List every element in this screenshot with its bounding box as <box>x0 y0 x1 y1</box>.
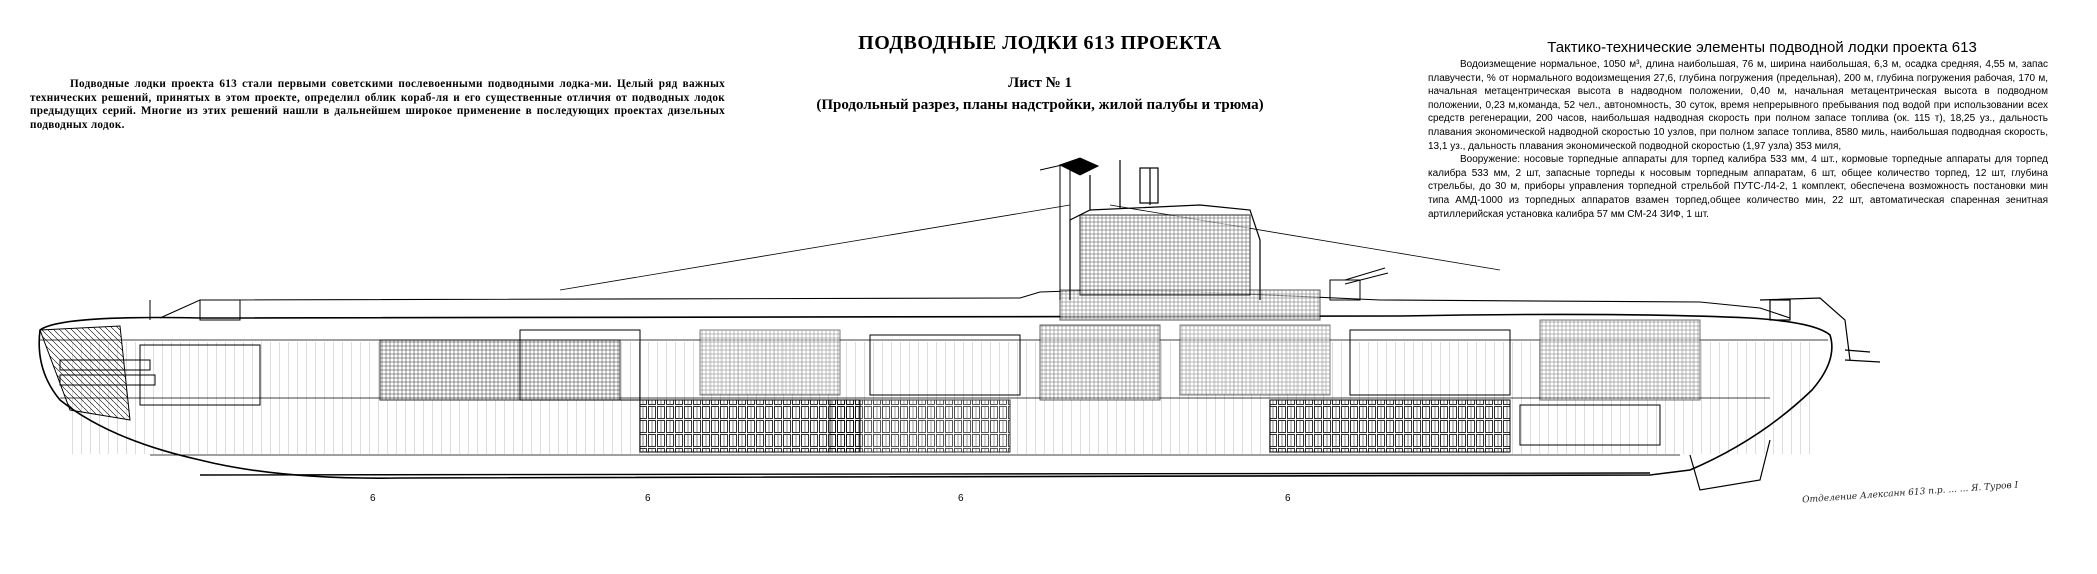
specs-title: Тактико-технические элементы подводной л… <box>1547 39 1977 56</box>
specs-paragraph-dimensions: Водоизмещение нормальное, 1050 м³, длина… <box>1428 59 2048 152</box>
specs-block: Водоизмещение нормальное, 1050 м³, длина… <box>1428 58 2048 221</box>
sheet-header: Лист № 1 (Продольный разрез, планы надст… <box>700 72 1380 116</box>
forward-battery-rows <box>639 399 861 453</box>
specs-paragraph-armament: Вооружение: носовые торпедные аппараты д… <box>1428 154 2048 220</box>
superstructure <box>159 289 1791 321</box>
keel-line <box>199 472 1651 476</box>
aft-machinery <box>1179 319 1701 446</box>
antenna-wires <box>559 204 1501 291</box>
stern-and-rudder <box>1689 297 1881 491</box>
conning-tower <box>1069 160 1261 300</box>
page-title: ПОДВОДНЫЕ ЛОДКИ 613 ПРОЕКТА <box>858 32 1222 54</box>
mast-with-flag <box>1039 157 1100 300</box>
aft-battery-rows <box>1269 399 1511 453</box>
sheet-label: Лист № 1 <box>1008 75 1072 91</box>
frame-mark-4: 6 <box>1285 493 1291 504</box>
bow-torpedo-room <box>39 299 261 421</box>
mid-battery-rows <box>829 399 1011 453</box>
deck-gun <box>1329 267 1389 301</box>
frame-mark-2: 6 <box>645 493 651 504</box>
intro-paragraph: Подводные лодки проекта 613 стали первым… <box>30 78 725 131</box>
frame-mark-3: 6 <box>958 493 964 504</box>
frame-mark-1: 6 <box>370 493 376 504</box>
sheet-subtitle: (Продольный разрез, планы надстройки, жи… <box>816 97 1264 113</box>
diesel-engines <box>379 324 1161 401</box>
